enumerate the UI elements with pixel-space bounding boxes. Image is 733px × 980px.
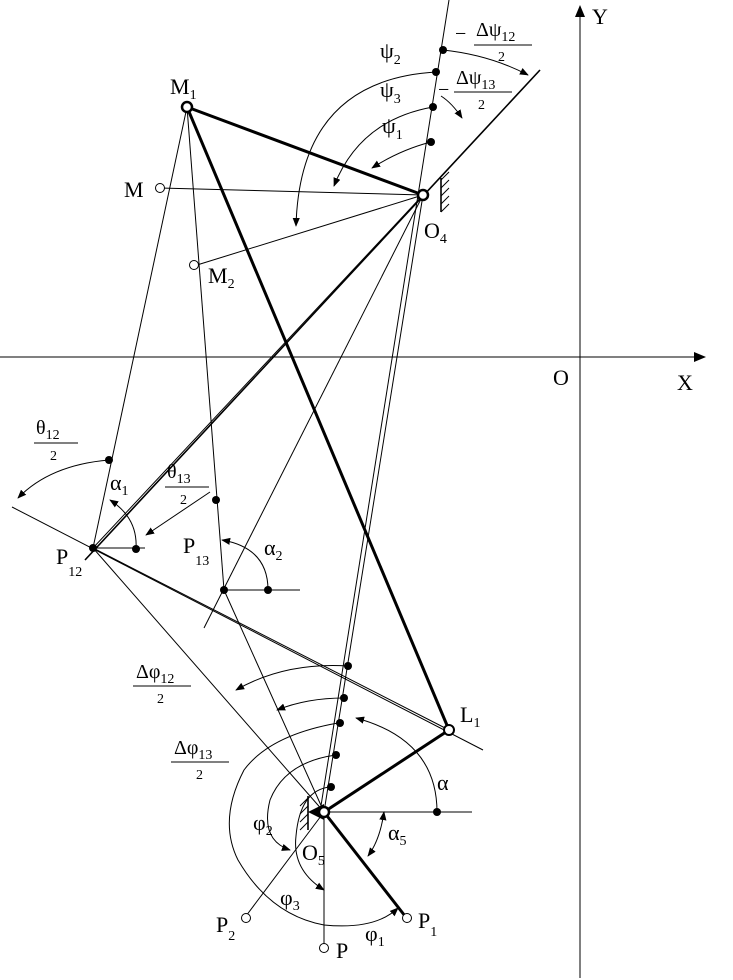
label-m1: M1 xyxy=(170,74,197,103)
svg-text:2: 2 xyxy=(478,98,485,113)
label-p13: P13 xyxy=(183,533,209,569)
fraction-dpsi12: − Δψ12 2 xyxy=(455,19,532,65)
label-phi1: φ1 xyxy=(365,921,385,950)
svg-text:Δφ12: Δφ12 xyxy=(136,661,174,687)
label-psi2: ψ2 xyxy=(380,38,401,68)
label-p12: P12 xyxy=(56,544,82,580)
fraction-theta12: θ12 2 xyxy=(34,417,78,464)
fraction-dpsi13: − Δψ13 2 xyxy=(438,67,512,113)
fraction-theta13: θ13 2 xyxy=(165,461,209,508)
ground-o4 xyxy=(440,171,450,213)
label-p1: P1 xyxy=(418,908,437,940)
svg-text:2: 2 xyxy=(498,50,505,65)
point-m xyxy=(155,183,165,193)
point-p2 xyxy=(241,913,251,923)
label-m2: M2 xyxy=(208,263,235,292)
link-m1-l1 xyxy=(185,106,451,731)
label-psi1: ψ1 xyxy=(382,113,403,143)
svg-text:θ12: θ12 xyxy=(36,417,60,443)
joint-o4 xyxy=(416,188,430,202)
origin-label: O xyxy=(553,365,569,390)
link-o5-l1 xyxy=(323,728,450,814)
label-alpha1: α1 xyxy=(110,470,129,499)
label-psi3: ψ3 xyxy=(380,77,401,107)
label-l1: L1 xyxy=(460,702,480,731)
angle-arcs xyxy=(17,49,529,927)
label-m: M xyxy=(124,177,144,202)
svg-text:−: − xyxy=(455,23,466,45)
svg-text:Δψ12: Δψ12 xyxy=(476,19,515,45)
label-alpha5: α5 xyxy=(388,820,407,849)
point-p1 xyxy=(402,913,412,923)
label-alpha2: α2 xyxy=(264,535,283,564)
mechanism-links xyxy=(84,69,541,917)
svg-text:−: − xyxy=(438,79,449,101)
joint-o5 xyxy=(317,805,331,819)
svg-text:Δφ13: Δφ13 xyxy=(174,737,212,763)
label-alpha: α xyxy=(437,770,449,795)
svg-text:2: 2 xyxy=(196,768,203,783)
label-p2: P2 xyxy=(216,912,235,944)
point-p xyxy=(319,943,329,953)
label-p: P xyxy=(336,938,348,963)
solid-dots xyxy=(89,46,447,816)
svg-text:θ13: θ13 xyxy=(167,461,191,487)
x-axis-label: X xyxy=(677,370,693,395)
svg-text:Δψ13: Δψ13 xyxy=(456,67,495,93)
svg-text:2: 2 xyxy=(180,493,187,508)
line-o4-p12 xyxy=(84,69,541,561)
label-o5: O5 xyxy=(302,840,325,869)
point-m2 xyxy=(189,260,199,270)
fraction-dphi12: Δφ12 2 xyxy=(133,661,191,707)
y-axis-label: Y xyxy=(592,4,608,29)
open-circles xyxy=(155,100,455,953)
joint-l1 xyxy=(443,724,455,736)
svg-text:2: 2 xyxy=(157,692,164,707)
link-m1-o4 xyxy=(186,105,424,197)
link-o5-p1 xyxy=(322,811,407,917)
label-phi2: φ2 xyxy=(253,810,273,839)
fraction-dphi13: Δφ13 2 xyxy=(171,737,229,783)
label-phi3: φ3 xyxy=(280,885,300,914)
joint-m1 xyxy=(180,100,194,114)
construction-lines xyxy=(11,0,484,948)
label-o4: O4 xyxy=(424,218,447,247)
svg-text:2: 2 xyxy=(50,449,57,464)
